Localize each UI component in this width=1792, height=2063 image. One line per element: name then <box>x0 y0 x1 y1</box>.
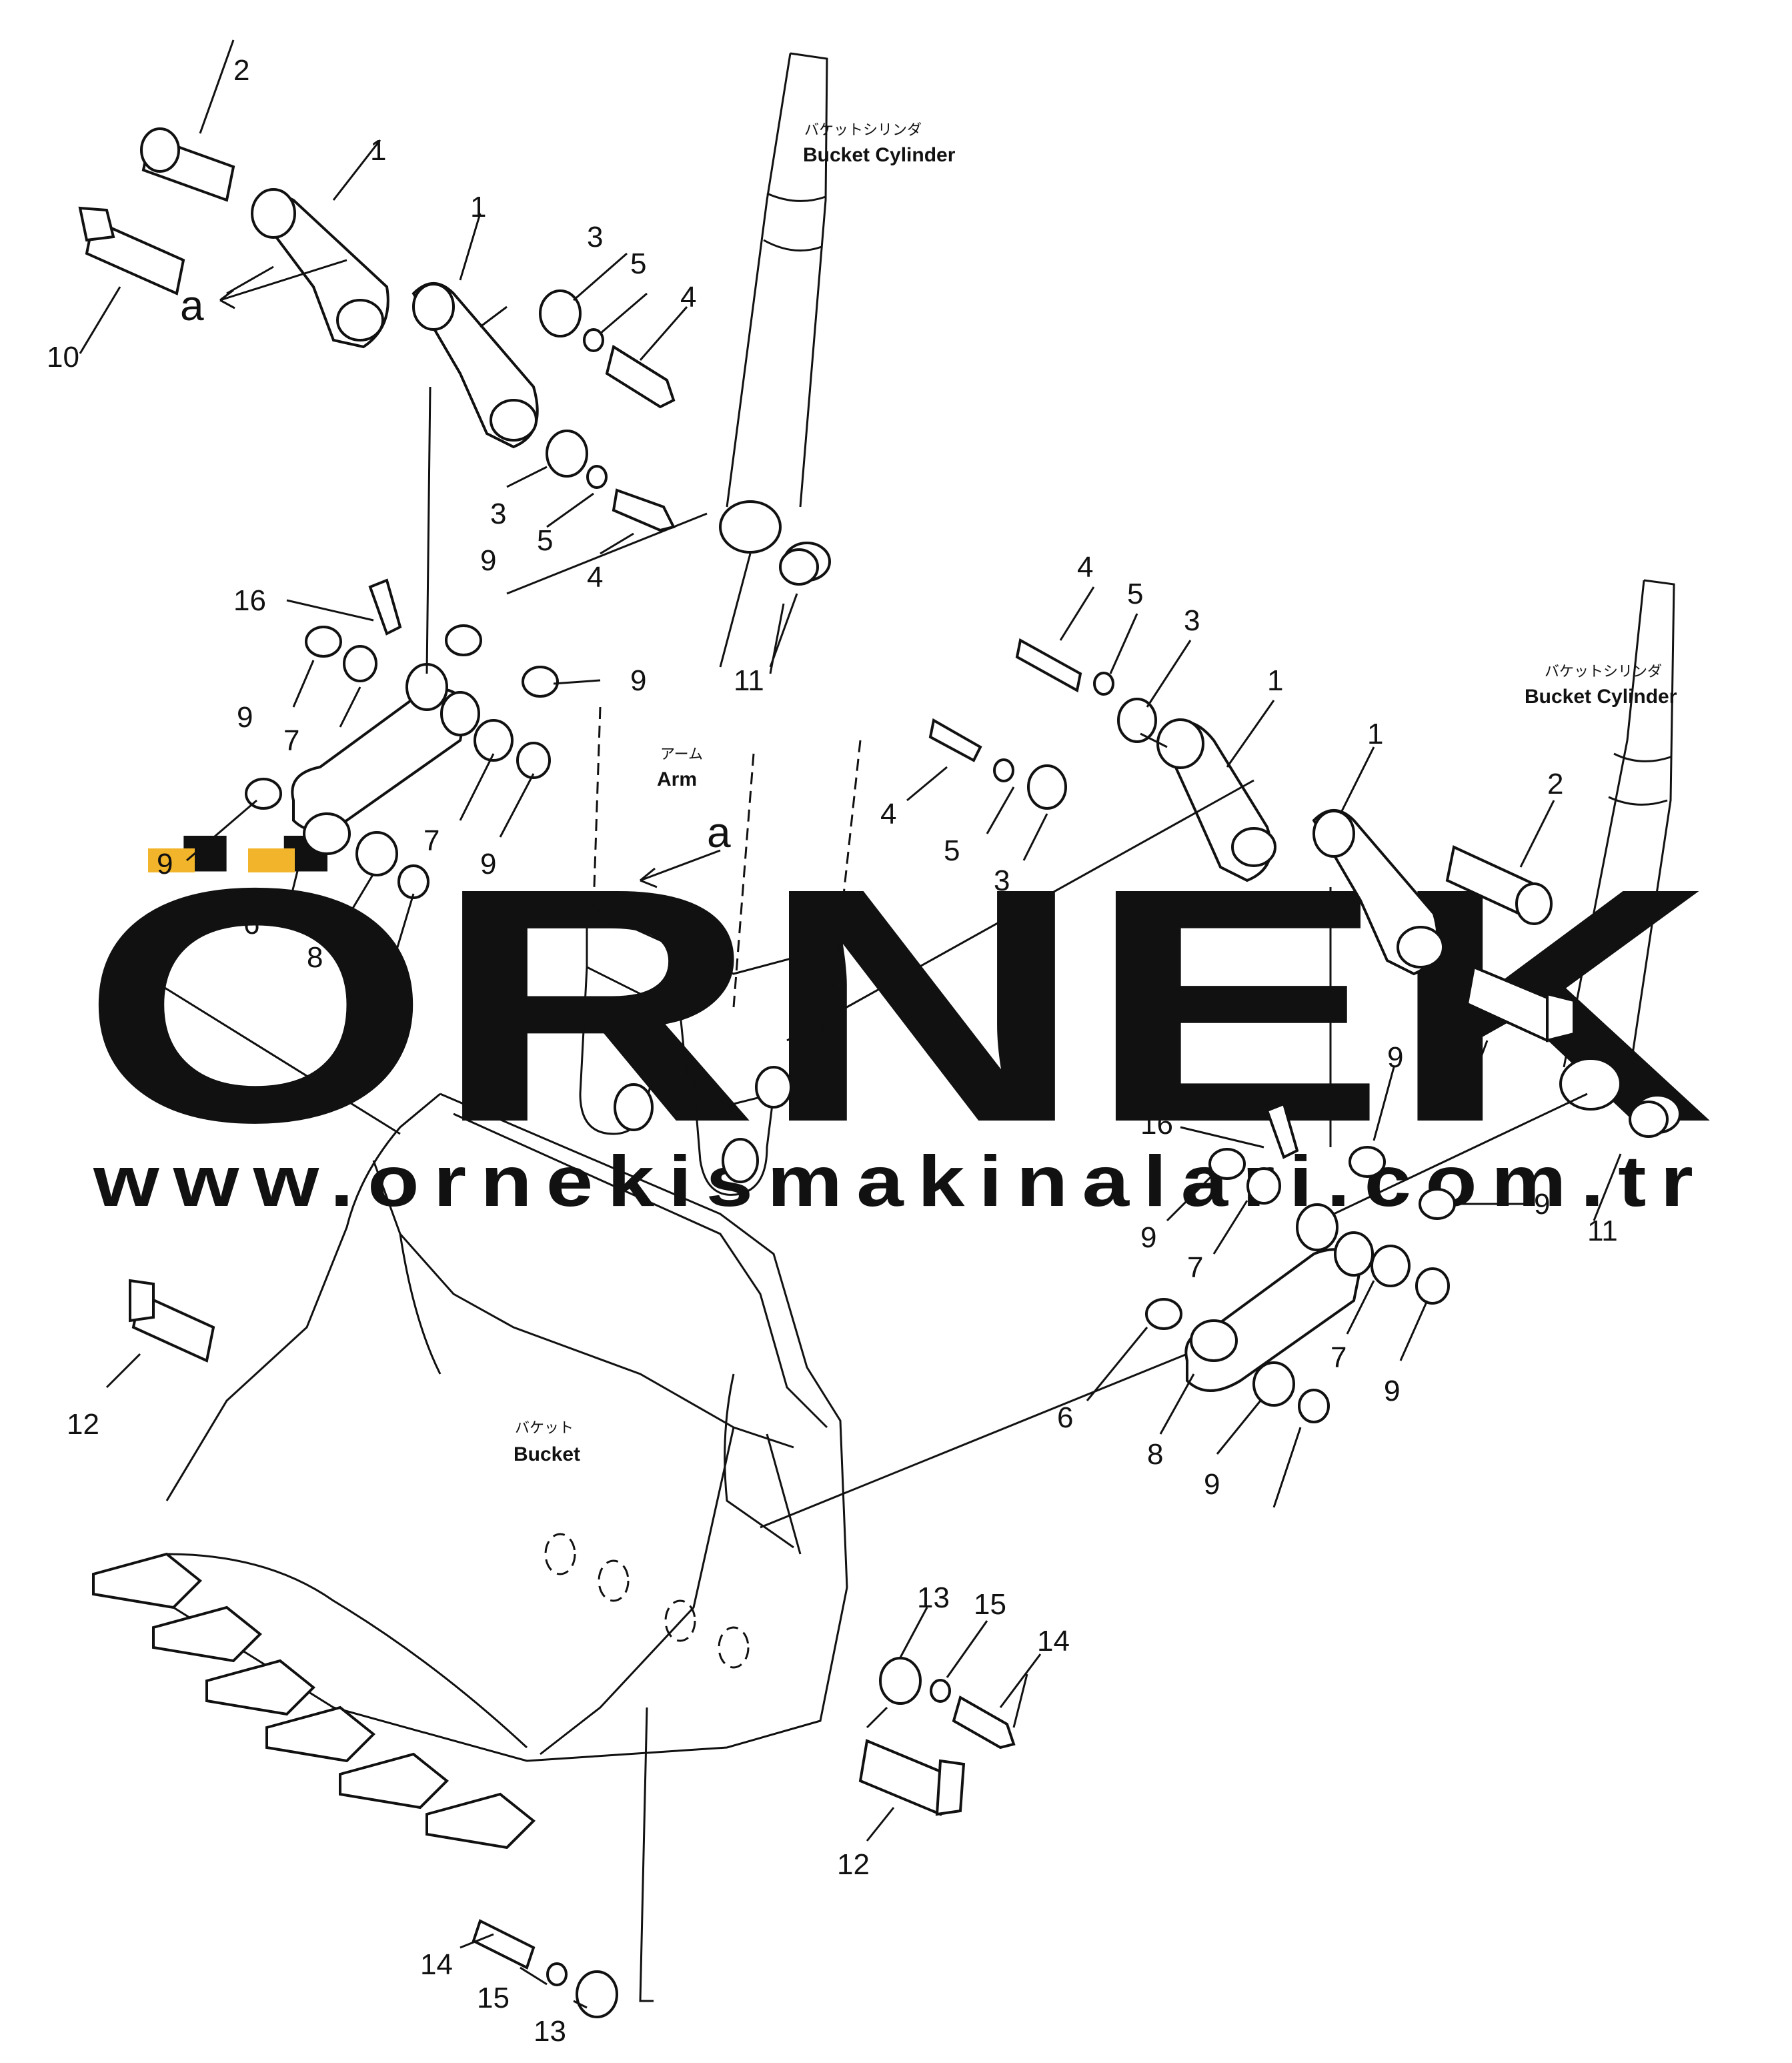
watermark-brand: ÖRNEK <box>80 818 1714 1191</box>
callout: 1 <box>1367 718 1383 750</box>
callout: 4 <box>1077 551 1093 584</box>
bucket-hardware <box>129 1279 1016 2018</box>
bucket-en: Bucket <box>514 1443 580 1465</box>
callout: 14 <box>420 1948 453 1981</box>
callout: 10 <box>1427 1078 1460 1111</box>
callout: 7 <box>283 724 299 757</box>
callout: 12 <box>67 1408 99 1441</box>
bucket-jp: バケット <box>515 1419 574 1436</box>
watermark-accent-dot-2 <box>248 848 295 872</box>
bucket-cylinder-en-right: Bucket Cylinder <box>1525 686 1677 708</box>
callout: 4 <box>680 281 696 313</box>
callout: 5 <box>630 247 646 280</box>
callout: 9 <box>630 664 646 697</box>
callout: 1 <box>470 191 486 223</box>
callout: 9 <box>367 978 383 1010</box>
callout: 7 <box>1187 1251 1203 1284</box>
arm-jp: アーム <box>660 746 703 762</box>
callout: 12 <box>837 1848 870 1881</box>
upper-right-link-assembly <box>928 638 1575 1423</box>
callout: 14 <box>1037 1625 1070 1657</box>
callouts-bucket: 12 13 15 14 12 14 15 13 <box>67 1408 1070 2048</box>
bucket <box>92 1093 848 1850</box>
watermark: ÖRNEK www.ornekismakinalari.com.tr <box>80 818 1714 1221</box>
callout: 13 <box>917 1581 950 1614</box>
detail-marker-lower: a <box>640 808 731 888</box>
callout: 1 <box>1267 664 1283 697</box>
bucket-cylinder-en-left: Bucket Cylinder <box>803 144 956 166</box>
callout: 4 <box>880 798 896 830</box>
callout: 15 <box>974 1588 1006 1621</box>
detail-marker-upper: a <box>180 259 347 329</box>
callout: 5 <box>1127 578 1143 610</box>
callout: 2 <box>1547 768 1563 800</box>
callout: 9 <box>1384 1375 1400 1407</box>
callout: 2 <box>233 54 249 87</box>
callout: 5 <box>944 834 960 867</box>
callout: 9 <box>480 544 496 577</box>
leader-lines <box>79 39 1622 2009</box>
callout: 9 <box>157 848 173 880</box>
detail-marker-label: a <box>180 281 204 329</box>
callout: 11 <box>734 664 764 697</box>
bucket-cylinder-jp-right: バケットシリンダ <box>1545 663 1662 680</box>
callout: 7 <box>1330 1341 1347 1374</box>
callout: 5 <box>537 524 553 557</box>
callout: 6 <box>243 908 259 940</box>
callout: 8 <box>307 941 323 974</box>
bucket-cylinder-left <box>719 52 831 586</box>
callout: 13 <box>534 2015 566 2048</box>
arm <box>579 706 862 1196</box>
callout: 9 <box>1384 1375 1400 1407</box>
callout: 9 <box>237 701 253 734</box>
upper-left-link-assembly <box>78 127 676 899</box>
callout: 4 <box>587 561 603 594</box>
detail-marker-label-arm: a <box>707 808 731 856</box>
callout: 9 <box>1534 1188 1550 1221</box>
callout: 9 <box>1204 1468 1220 1501</box>
callout: 3 <box>587 221 603 253</box>
callout: 3 <box>490 498 506 530</box>
callout: 9 <box>480 848 496 880</box>
callouts-upper-left: 2 1 1 10 3 5 4 3 5 4 16 9 9 9 7 9 7 9 6 … <box>47 54 764 1010</box>
callout: 1 <box>370 134 386 167</box>
callout: 6 <box>1057 1401 1073 1434</box>
callout: 16 <box>233 584 266 617</box>
bucket-cylinder-jp-left: バケットシリンダ <box>804 121 922 138</box>
callout: 3 <box>1184 604 1200 637</box>
bucket-cylinder-right <box>1559 579 1681 1138</box>
callout: 10 <box>47 341 79 374</box>
callouts-upper-right: 4 5 3 1 4 5 3 1 2 10 11 9 16 9 9 7 7 9 9… <box>880 551 1618 1501</box>
callout: 9 <box>1140 1221 1156 1254</box>
callout: 11 <box>1587 1215 1618 1247</box>
callout: 15 <box>477 1982 510 2014</box>
callout: 3 <box>994 864 1010 897</box>
callout: 7 <box>423 824 439 857</box>
callout: 8 <box>1147 1438 1163 1471</box>
arm-en: Arm <box>657 768 697 790</box>
callout: 16 <box>1140 1108 1173 1141</box>
callout: 9 <box>1387 1041 1403 1074</box>
